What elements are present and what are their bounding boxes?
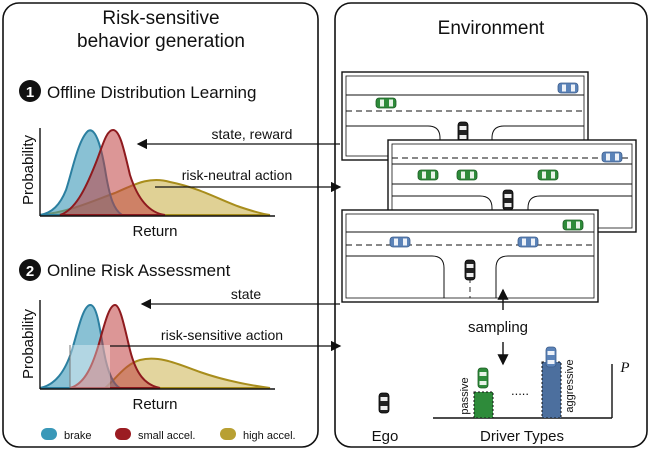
- step1-label: Offline Distribution Learning: [47, 83, 256, 102]
- legend-label-small-accel: small accel.: [138, 430, 195, 442]
- ego-car-icon: [502, 189, 514, 211]
- step2-label: Online Risk Assessment: [47, 261, 231, 280]
- green-car-icon: [537, 169, 559, 181]
- distribution-plot-1: Probability Return: [20, 128, 275, 240]
- plot1-ylabel: Probability: [20, 134, 37, 205]
- label-ego: Ego: [372, 428, 399, 445]
- plot1-xlabel: Return: [132, 223, 177, 240]
- p-label: P: [619, 360, 629, 376]
- passive-bar: [473, 391, 494, 419]
- ego-car-icon: [378, 392, 390, 414]
- distribution-plot-2: Probability Return: [20, 300, 275, 413]
- legend-swatch-brake: [41, 428, 57, 440]
- blue-car-icon: [601, 151, 623, 163]
- driver-types-dots: .....: [511, 383, 529, 398]
- left-panel-title-line1: Risk-sensitive: [102, 8, 219, 29]
- green-car-icon: [417, 169, 439, 181]
- left-panel-title-line2: behavior generation: [77, 31, 245, 52]
- label-state: state: [231, 286, 262, 302]
- ego-car-icon: [464, 259, 476, 281]
- step1-badge: [19, 80, 41, 102]
- driver-types-distribution: P passive ..... aggressive Driver Types: [433, 346, 630, 445]
- step2-number: 2: [26, 263, 34, 280]
- green-car-icon: [562, 219, 584, 231]
- plot2-risk-region: [70, 345, 110, 388]
- legend-swatch-small-accel: [115, 428, 131, 440]
- road-scene-3: [341, 209, 599, 303]
- passive-car-icon: [477, 367, 489, 389]
- step2-badge: [19, 259, 41, 281]
- blue-car-icon: [557, 82, 579, 94]
- step1-number: 1: [26, 84, 34, 101]
- legend: brake small accel. high accel.: [41, 428, 296, 442]
- right-panel-frame: [334, 2, 648, 448]
- legend-label-high-accel: high accel.: [243, 430, 296, 442]
- plot1-small-accel-curve: [59, 128, 166, 216]
- left-panel-frame: [2, 2, 319, 448]
- label-state-reward: state, reward: [212, 126, 293, 142]
- green-car-icon: [456, 169, 478, 181]
- blue-car-icon: [517, 236, 539, 248]
- label-passive: passive: [459, 377, 471, 414]
- label-sampling: sampling: [468, 319, 528, 336]
- label-aggressive: aggressive: [564, 359, 576, 412]
- label-driver-types: Driver Types: [480, 428, 564, 445]
- plot2-ylabel: Probability: [20, 308, 37, 379]
- blue-car-icon: [389, 236, 411, 248]
- aggressive-car-icon: [545, 346, 557, 368]
- legend-swatch-high-accel: [220, 428, 236, 440]
- right-panel-title: Environment: [438, 18, 545, 39]
- ego-car-icon: [457, 121, 469, 143]
- plot2-xlabel: Return: [132, 396, 177, 413]
- legend-label-brake: brake: [64, 430, 92, 442]
- label-risk-sensitive-action: risk-sensitive action: [161, 327, 283, 343]
- aggressive-bar: [541, 361, 562, 419]
- label-risk-neutral-action: risk-neutral action: [182, 167, 293, 183]
- green-car-icon: [375, 97, 397, 109]
